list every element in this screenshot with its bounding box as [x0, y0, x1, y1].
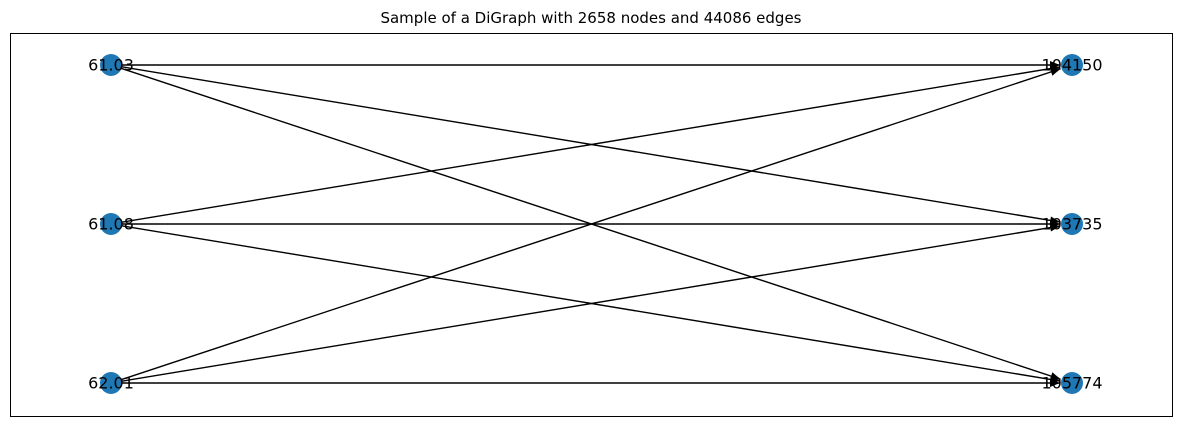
edge-61.03-to-105774: [110, 64, 1061, 380]
node-61.03: [100, 54, 122, 76]
edge-61.03-to-103735: [110, 64, 1061, 223]
node-label-61.03: 61.03: [88, 56, 134, 75]
node-61.08: [100, 213, 122, 235]
edge-62.01-to-104150: [110, 68, 1061, 384]
axes-frame: [10, 33, 1173, 417]
node-105774: [1061, 372, 1083, 394]
edges-layer: [110, 61, 1061, 387]
node-label-104150: 104150: [1041, 56, 1102, 75]
node-62.01: [100, 372, 122, 394]
edge-62.01-to-103735: [110, 225, 1061, 384]
node-103735: [1061, 213, 1083, 235]
labels-layer: 61.03 61.08 62.01 104150 103735 105774: [88, 56, 1102, 393]
edge-61.08-to-104150: [110, 66, 1061, 225]
edge-61.08-to-105774: [110, 223, 1061, 382]
node-label-61.08: 61.08: [88, 215, 134, 234]
arrowhead-62.01-to-104150: [1049, 68, 1061, 76]
node-label-62.01: 62.01: [88, 374, 134, 393]
arrowhead-62.01-to-103735: [1049, 223, 1061, 232]
node-104150: [1061, 54, 1083, 76]
node-label-103735: 103735: [1041, 215, 1102, 234]
nodes-layer: [100, 54, 1083, 394]
node-label-105774: 105774: [1041, 374, 1102, 393]
arrowhead-62.01-to-105774: [1050, 379, 1060, 387]
figure-title: Sample of a DiGraph with 2658 nodes and …: [380, 9, 801, 27]
